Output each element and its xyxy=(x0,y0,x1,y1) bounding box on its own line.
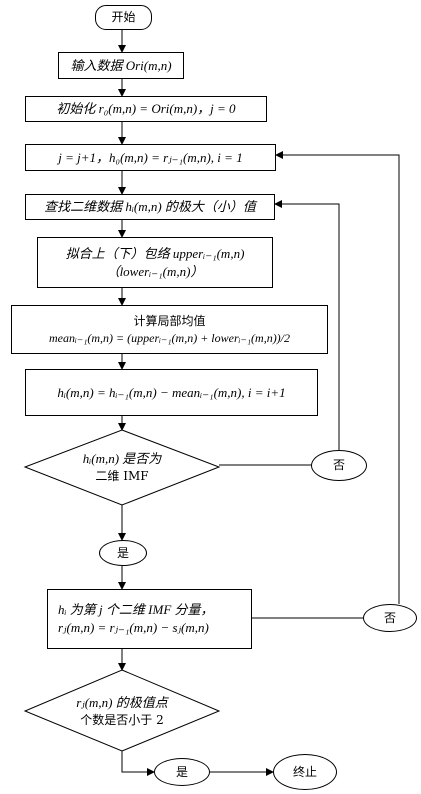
init-label: 初始化 r₀(m,n) = Ori(m,n)，j = 0 xyxy=(56,101,236,117)
find-extrema-node: 查找二维数据 hᵢ(m,n) 的极大（小）值 xyxy=(25,194,275,220)
no1-label: 否 xyxy=(332,458,345,473)
mean-node: 计算局部均值 meanᵢ₋₁(m,n) = (upperᵢ₋₁(m,n) + l… xyxy=(11,305,328,354)
update-node: hᵢ(m,n) = hᵢ₋₁(m,n) − meanᵢ₋₁(m,n), i = … xyxy=(25,369,318,416)
update-label: hᵢ(m,n) = hᵢ₋₁(m,n) − meanᵢ₋₁(m,n), i = … xyxy=(57,384,286,400)
decision1-line2: 二维 IMF xyxy=(95,468,149,483)
end-node: 终止 xyxy=(273,754,337,790)
fit-envelope-line1: 拟合上（下）包络 upperᵢ₋₁(m,n) xyxy=(65,245,245,261)
yes2-label: 是 xyxy=(175,764,188,779)
arrow-no2-iter xyxy=(275,151,400,604)
no2-node: 否 xyxy=(363,604,417,632)
fit-envelope-node: 拟合上（下）包络 upperᵢ₋₁(m,n) （lowerᵢ₋₁(m,n)） xyxy=(37,237,273,288)
arrow-no1-find xyxy=(274,200,340,450)
iter-node: j = j+1，h₀(m,n) = rⱼ₋₁(m,n), i = 1 xyxy=(25,144,276,171)
fit-envelope-line2: （lowerᵢ₋₁(m,n)） xyxy=(106,263,204,279)
start-label: 开始 xyxy=(111,10,136,25)
iter-label: j = j+1，h₀(m,n) = rⱼ₋₁(m,n), i = 1 xyxy=(58,149,243,165)
decision2-line2: 个数是否小于 2 xyxy=(80,712,164,727)
init-node: 初始化 r₀(m,n) = Ori(m,n)，j = 0 xyxy=(25,96,267,122)
decision1-text: hᵢ(m,n) 是否为 二维 IMF xyxy=(55,445,189,489)
imf-node: hᵢ 为第 j 个二维 IMF 分量， rⱼ(m,n) = rⱼ₋₁(m,n) … xyxy=(47,589,252,649)
input-node: 输入数据 Ori(m,n) xyxy=(58,52,184,79)
yes2-node: 是 xyxy=(154,758,210,786)
imf-line2: rⱼ(m,n) = rⱼ₋₁(m,n) − sⱼ(m,n) xyxy=(58,620,209,635)
decision2-text: rⱼ(m,n) 的极值点 个数是否小于 2 xyxy=(55,689,189,733)
decision1-line1: hᵢ(m,n) 是否为 xyxy=(82,451,162,467)
decision2-line1: rⱼ(m,n) 的极值点 xyxy=(76,695,168,711)
no2-label: 否 xyxy=(383,610,396,625)
find-extrema-label: 查找二维数据 hᵢ(m,n) 的极大（小）值 xyxy=(44,199,256,215)
end-label: 终止 xyxy=(292,764,317,779)
mean-line1: 计算局部均值 xyxy=(133,314,206,329)
decision1-diamond xyxy=(23,429,221,506)
yes1-label: 是 xyxy=(116,545,129,560)
arrow-decision2-yes2 xyxy=(121,751,155,776)
decision2-diamond xyxy=(23,669,221,752)
no1-node: 否 xyxy=(311,450,367,481)
imf-line1: hᵢ 为第 j 个二维 IMF 分量， xyxy=(58,602,214,618)
start-node: 开始 xyxy=(95,5,152,30)
mean-line2: meanᵢ₋₁(m,n) = (upperᵢ₋₁(m,n) + lowerᵢ₋₁… xyxy=(48,330,291,345)
yes1-node: 是 xyxy=(99,540,147,566)
input-label: 输入数据 Ori(m,n) xyxy=(70,57,172,73)
